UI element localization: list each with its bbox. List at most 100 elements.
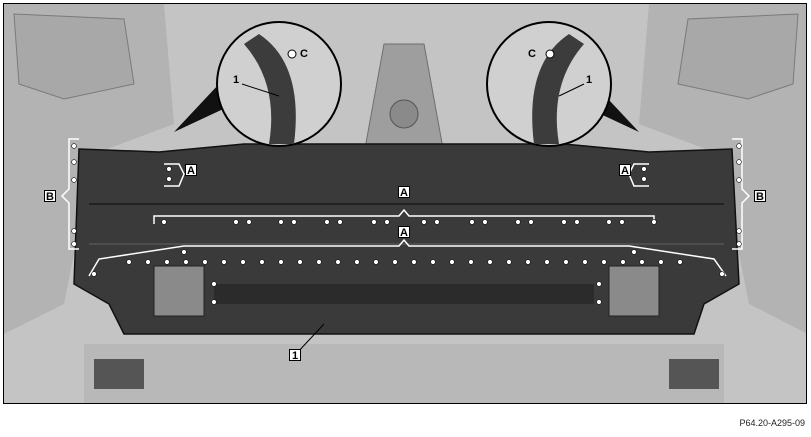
weld-spot <box>525 259 531 265</box>
weld-spot <box>468 259 474 265</box>
weld-spot <box>411 259 417 265</box>
weld-spot <box>71 159 77 165</box>
weld-spot <box>166 176 172 182</box>
weld-spot <box>259 259 265 265</box>
weld-spot <box>528 219 534 225</box>
right-detail-weld <box>545 49 555 59</box>
callout-1-bottom: 1 <box>289 349 301 362</box>
weld-spot <box>181 249 187 255</box>
callout-a-left: A <box>185 164 197 177</box>
weld-spot <box>487 259 493 265</box>
weld-spot <box>126 259 132 265</box>
leader-left-1 <box>241 83 280 97</box>
weld-spot <box>71 241 77 247</box>
weld-spot <box>677 259 683 265</box>
weld-spot <box>71 177 77 183</box>
crossmember-recess <box>214 284 594 304</box>
weld-spot <box>354 259 360 265</box>
right-detail-part <box>532 34 584 144</box>
bracket-b-left <box>60 138 79 250</box>
weld-spot <box>202 259 208 265</box>
weld-spot <box>641 176 647 182</box>
weld-spot <box>371 219 377 225</box>
left-lower-bracket <box>94 359 144 389</box>
weld-spot <box>71 143 77 149</box>
leader-right-1 <box>558 83 585 97</box>
rear-crossmember-illustration <box>4 4 806 403</box>
weld-spot <box>71 228 77 234</box>
weld-spot <box>335 259 341 265</box>
center-mount-hole <box>389 99 419 129</box>
weld-spot <box>544 259 550 265</box>
weld-spot <box>221 259 227 265</box>
callout-a-right: A <box>619 164 631 177</box>
weld-spot <box>719 271 725 277</box>
weld-spot <box>736 228 742 234</box>
weld-spot <box>434 219 440 225</box>
weld-spot <box>211 281 217 287</box>
weld-spot <box>601 259 607 265</box>
weld-spot <box>211 299 217 305</box>
callout-b-right: B <box>754 190 766 203</box>
weld-spot <box>430 259 436 265</box>
bracket-a-lower <box>88 238 727 277</box>
weld-spot <box>596 299 602 305</box>
diagram-frame: A A A A B B C C 1 1 1 <box>3 3 807 404</box>
weld-spot <box>469 219 475 225</box>
weld-spot <box>606 219 612 225</box>
right-tow-mount <box>608 265 660 317</box>
bracket-b-right <box>732 138 751 250</box>
figure-code: P64.20-A295-09 <box>739 418 805 428</box>
floor-lower-area <box>84 344 724 403</box>
weld-spot <box>515 219 521 225</box>
weld-spot <box>145 259 151 265</box>
weld-spot <box>297 259 303 265</box>
left-upper-pillar <box>13 13 135 100</box>
callout-1-right: 1 <box>586 74 593 86</box>
weld-spot <box>506 259 512 265</box>
weld-spot <box>233 219 239 225</box>
bracket-a-upper <box>153 208 655 224</box>
callout-b-left: B <box>44 190 56 203</box>
weld-spot <box>183 259 189 265</box>
weld-spot <box>449 259 455 265</box>
weld-spot <box>563 259 569 265</box>
weld-spot <box>582 259 588 265</box>
weld-spot <box>736 177 742 183</box>
weld-spot <box>736 241 742 247</box>
weld-spot <box>278 219 284 225</box>
weld-spot <box>291 219 297 225</box>
weld-spot <box>278 259 284 265</box>
callout-c-right: C <box>528 48 536 60</box>
weld-spot <box>246 219 252 225</box>
weld-spot <box>240 259 246 265</box>
callout-a-lower: A <box>398 226 410 239</box>
left-detail-part <box>244 34 296 144</box>
weld-spot <box>619 219 625 225</box>
weld-spot <box>651 219 657 225</box>
weld-spots <box>71 143 742 305</box>
weld-spot <box>384 219 390 225</box>
callout-c-left: C <box>300 48 308 60</box>
right-upper-pillar <box>677 13 799 100</box>
weld-spot <box>641 166 647 172</box>
left-tow-mount <box>153 265 205 317</box>
weld-spot <box>658 259 664 265</box>
weld-spot <box>620 259 626 265</box>
weld-spot <box>482 219 488 225</box>
weld-spot <box>561 219 567 225</box>
weld-spot <box>639 259 645 265</box>
weld-spot <box>337 219 343 225</box>
weld-spot <box>324 219 330 225</box>
weld-spot <box>161 219 167 225</box>
weld-spot <box>164 259 170 265</box>
weld-spot <box>736 143 742 149</box>
right-lower-bracket <box>669 359 719 389</box>
weld-spot <box>631 249 637 255</box>
weld-spot <box>373 259 379 265</box>
weld-spot <box>316 259 322 265</box>
callout-a-upper: A <box>398 186 410 199</box>
left-detail-weld <box>287 49 297 59</box>
callout-1-left: 1 <box>233 74 240 86</box>
bracket-a-left <box>164 163 185 187</box>
